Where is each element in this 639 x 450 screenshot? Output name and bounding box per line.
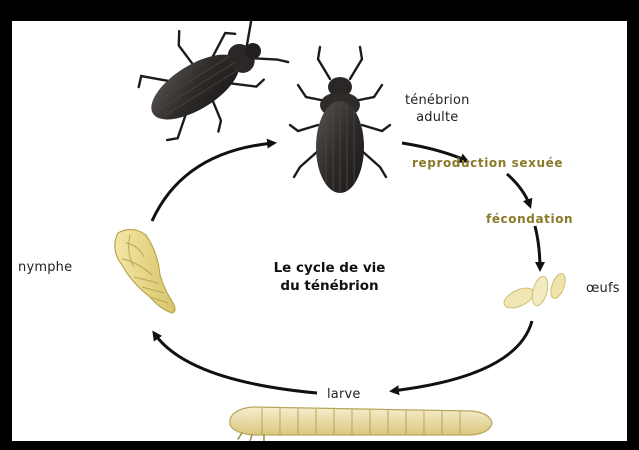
arrow-pupa-to-adult bbox=[152, 143, 274, 221]
pupa-stage-label: nymphe bbox=[18, 260, 72, 275]
reproduction-label: reproduction sexuée bbox=[412, 156, 563, 170]
title-line2: du ténébrion bbox=[242, 277, 417, 295]
eggs-icon bbox=[501, 272, 568, 312]
arrow-reproduction-to-fecondation bbox=[507, 174, 530, 206]
life-cycle-illustration bbox=[12, 21, 627, 441]
larva-icon bbox=[230, 407, 492, 441]
adult-beetle-back-icon bbox=[122, 21, 300, 157]
adult-stage-label: ténébrion adulte bbox=[405, 92, 470, 126]
adult-label-line1: ténébrion bbox=[405, 92, 470, 109]
arrow-eggs-to-larva bbox=[392, 321, 532, 391]
eggs-stage-label: œufs bbox=[586, 281, 620, 296]
diagram-panel: ténébrion adulte reproduction sexuée féc… bbox=[12, 21, 627, 441]
arrow-fecondation-to-eggs bbox=[535, 226, 540, 269]
arrow-larva-to-pupa bbox=[154, 333, 317, 393]
fecondation-label: fécondation bbox=[486, 212, 573, 226]
pupa-icon bbox=[115, 229, 175, 313]
title-line1: Le cycle de vie bbox=[242, 259, 417, 277]
diagram-title: Le cycle de vie du ténébrion bbox=[242, 259, 417, 295]
larva-stage-label: larve bbox=[327, 387, 361, 402]
adult-label-line2: adulte bbox=[405, 109, 470, 126]
adult-beetle-icon bbox=[290, 47, 390, 193]
